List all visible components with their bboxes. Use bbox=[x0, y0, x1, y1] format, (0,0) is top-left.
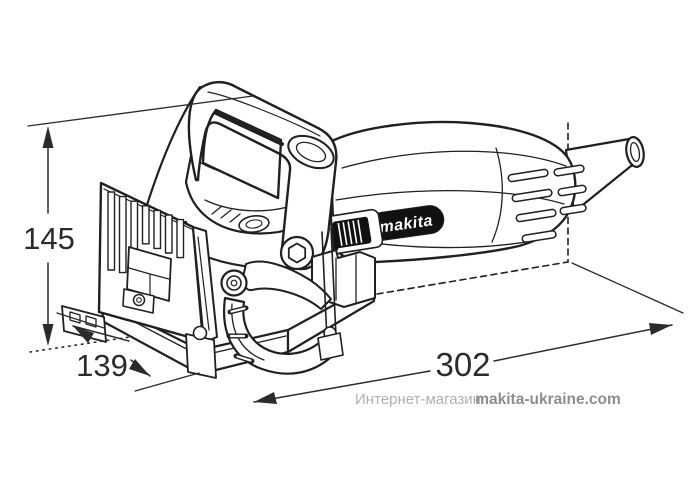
depth-value: 139 bbox=[76, 348, 128, 383]
angle-quadrant bbox=[223, 296, 333, 375]
dimension-annotations: 145 139 302 bbox=[23, 95, 684, 404]
motor-housing: makita bbox=[324, 120, 587, 264]
height-base-dotted-line bbox=[29, 336, 131, 353]
depth-arrow-downright bbox=[129, 359, 150, 376]
grip-shading bbox=[214, 111, 284, 146]
watermark-site-domain: makita-ukraine.com bbox=[475, 391, 621, 408]
vent-slots bbox=[507, 164, 587, 243]
depth-extension-line-rear bbox=[56, 312, 105, 329]
cord-boot bbox=[564, 136, 645, 214]
dimension-height: 145 bbox=[23, 95, 254, 353]
length-extension-line bbox=[571, 262, 684, 314]
rail-post bbox=[185, 333, 217, 379]
height-arrow-down bbox=[42, 324, 54, 346]
length-value: 302 bbox=[435, 346, 490, 383]
depth-arrow-upleft bbox=[73, 326, 94, 343]
spindle-button bbox=[238, 215, 270, 233]
length-arrow-left bbox=[254, 392, 277, 404]
grip-end-cap bbox=[287, 134, 335, 170]
fence-rail bbox=[192, 226, 218, 343]
pivot-arm bbox=[220, 260, 332, 310]
watermark: Интернет-магазин makita-ukraine.com bbox=[355, 391, 621, 408]
handle-bolt bbox=[279, 235, 315, 271]
dimension-length: 302 bbox=[253, 262, 684, 404]
quadrant-slots bbox=[226, 305, 255, 364]
length-arrow-right bbox=[649, 323, 672, 335]
height-extension-line bbox=[27, 95, 254, 127]
base-step bbox=[61, 305, 107, 343]
cord-boot-endcap bbox=[625, 136, 645, 168]
height-value: 145 bbox=[23, 221, 75, 256]
height-arrow-up bbox=[42, 126, 54, 148]
depth-extension-line-front bbox=[134, 372, 200, 392]
front-fence bbox=[97, 181, 344, 379]
watermark-shop-label: Интернет-магазин bbox=[355, 391, 481, 408]
tool-drawing: makita bbox=[61, 80, 645, 379]
dashed-base-projection-line bbox=[376, 261, 569, 295]
housing-seam bbox=[491, 147, 503, 243]
dimension-depth: 139 bbox=[56, 312, 200, 392]
